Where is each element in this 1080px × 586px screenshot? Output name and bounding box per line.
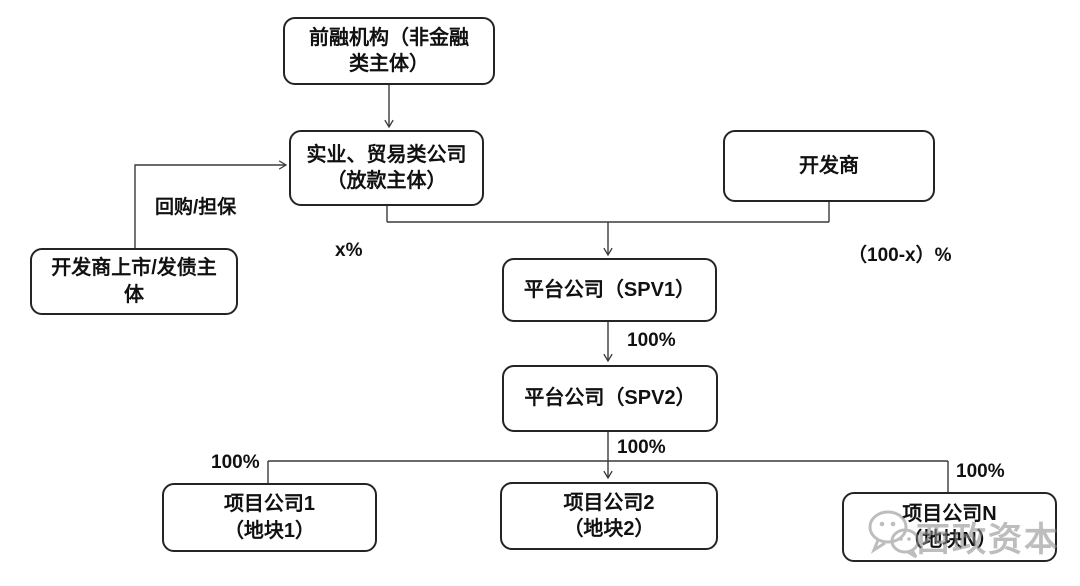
watermark: 西政资本 <box>866 508 1060 565</box>
wechat-icon <box>866 508 922 565</box>
node-project-company-1: 项目公司1 （地块1） <box>162 483 377 552</box>
edge-label-100-minus-x-percent: （100-x）% <box>848 245 952 266</box>
node-platform-company-spv1: 平台公司（SPV1） <box>502 258 717 322</box>
edge-label-spv1-spv2-100-percent: 100% <box>627 330 676 351</box>
edge-label-projectN-100-percent: 100% <box>956 461 1005 482</box>
node-developer: 开发商 <box>723 130 935 202</box>
node-pre-financing-institution: 前融机构（非金融 类主体） <box>283 17 495 85</box>
node-industrial-trade-lending-company: 实业、贸易类公司 （放款主体） <box>289 130 484 206</box>
node-project-company-2: 项目公司2 （地块2） <box>500 482 718 550</box>
edge-label-repurchase-guarantee: 回购/担保 <box>155 197 237 218</box>
edge-label-x-percent: x% <box>335 240 363 261</box>
edge-listedissuer-to-lending <box>134 160 288 248</box>
node-platform-company-spv2: 平台公司（SPV2） <box>502 365 718 432</box>
watermark-text: 西政资本 <box>916 521 1060 559</box>
edge-label-project1-100-percent: 100% <box>211 452 260 473</box>
node-project-company-n: 项目公司N （地块N） <box>842 492 1057 562</box>
node-developer-listed-bond-issuer: 开发商上市/发债主 体 <box>30 248 238 315</box>
edge-label-spv2-project2-100-percent: 100% <box>617 437 666 458</box>
